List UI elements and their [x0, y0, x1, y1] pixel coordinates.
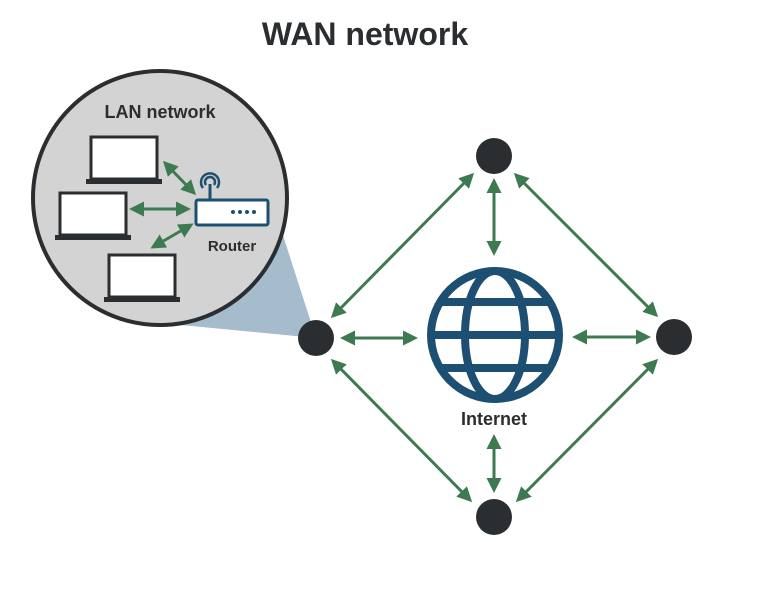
- router-label: Router: [208, 238, 256, 255]
- globe-icon: [427, 267, 563, 403]
- laptop-icon: [55, 191, 131, 240]
- wan-arrow: [513, 172, 659, 318]
- wan-node-top: [476, 138, 512, 174]
- internet-label: Internet: [461, 409, 527, 429]
- lan-network-label: LAN network: [104, 102, 216, 122]
- wan-arrow: [330, 358, 473, 503]
- laptop-icon: [104, 253, 180, 302]
- lan-arrow: [150, 223, 194, 249]
- router-icon: [194, 172, 270, 227]
- wan-node-bottom: [476, 499, 512, 535]
- wan-arrow: [330, 172, 475, 319]
- wan-node-right: [656, 319, 692, 355]
- wan-arrow: [515, 358, 659, 503]
- laptop-icon: [86, 135, 162, 184]
- diagram-title: WAN network: [262, 16, 468, 52]
- lan-bubble: [31, 69, 289, 327]
- wan-node-left: [298, 320, 334, 356]
- lan-arrow: [162, 160, 197, 196]
